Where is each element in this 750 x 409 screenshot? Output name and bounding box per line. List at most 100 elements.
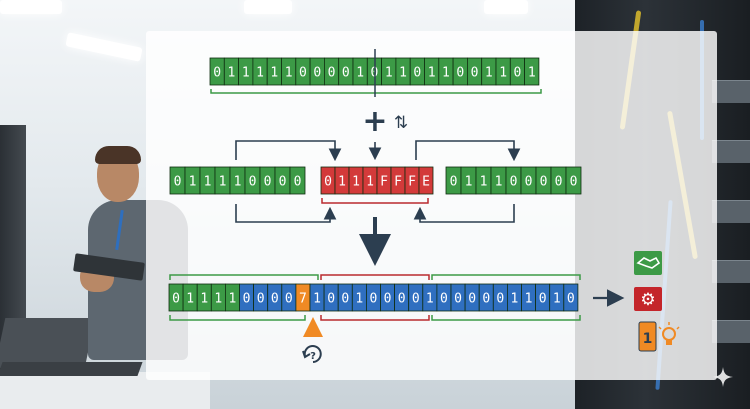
rack-unit [712, 140, 750, 163]
bottom-register-cell: 0 [563, 283, 579, 312]
middle-right-register-cell: 0 [565, 166, 582, 195]
rack-unit [712, 200, 750, 223]
top-register: 01111100001011011001101 [209, 49, 542, 97]
top-register-bit: 0 [313, 66, 321, 81]
bottom-register-cell: 0 [450, 283, 466, 312]
middle-left-register-bit: 1 [219, 175, 227, 190]
middle-center-register-bit: F [394, 175, 402, 190]
bottom-register-bit: 0 [468, 292, 476, 307]
bottom-register-bit: 0 [398, 292, 406, 307]
middle-left-register-bit: 0 [294, 175, 302, 190]
top-register-cell: 1 [238, 57, 254, 86]
top-register-cell: 1 [266, 57, 282, 86]
middle-left-register-cell: 0 [274, 166, 291, 195]
middle-right-register-cell: 0 [535, 166, 552, 195]
top-register-cell: 1 [352, 57, 368, 86]
top-register-cell: 0 [466, 57, 483, 86]
top-register-cell: 1 [281, 57, 297, 86]
middle-center-register-bit: 0 [324, 175, 332, 190]
bottom-register-cell: 0 [267, 283, 283, 312]
svg-text:?: ? [310, 351, 316, 362]
bottom-register-cell: 1 [309, 283, 325, 312]
middle-right-register-cell: 0 [445, 166, 462, 195]
middle-left-register-cell: 0 [169, 166, 186, 195]
bottom-register-cell: 0 [365, 283, 381, 312]
bottom-register-cell: 1 [506, 283, 522, 312]
bottom-register-cell: 1 [182, 283, 198, 312]
bottom-register-bit: 0 [567, 292, 575, 307]
middle-right-register-cell: 1 [475, 166, 492, 195]
top-register-bit: 1 [428, 66, 436, 81]
ceiling-light [244, 0, 292, 14]
bottom-register-bit: 1 [186, 292, 194, 307]
bottom-register-bit: 0 [440, 292, 448, 307]
bottom-register-bit: 0 [496, 292, 504, 307]
top-register-bit: 1 [399, 66, 407, 81]
top-register-bit: 0 [342, 66, 350, 81]
bottom-register-bit: 0 [327, 292, 335, 307]
top-register-bit: 1 [442, 66, 450, 81]
bottom-register-cell: 1 [549, 283, 565, 312]
top-register-cell: 1 [381, 57, 397, 86]
bottom-register-bit: 1 [553, 292, 561, 307]
lightbulb-icon [658, 322, 680, 345]
middle-right-register-bit: 0 [555, 175, 563, 190]
svg-text:1: 1 [643, 331, 653, 347]
bottom-register-bit: 0 [482, 292, 490, 307]
bottom-register-bit: 1 [426, 292, 434, 307]
rack-unit [712, 260, 750, 283]
bottom-register-cell: 1 [224, 283, 240, 312]
middle-right-register-bit: 0 [450, 175, 458, 190]
person-hair [95, 146, 141, 164]
bottom-register-cell: 0 [478, 283, 494, 312]
top-register-cell: 0 [452, 57, 468, 86]
bottom-register-bit: 0 [370, 292, 378, 307]
bottom-register-bit: 1 [511, 292, 519, 307]
top-register-bit: 1 [228, 66, 236, 81]
bottom-register-cell: 0 [436, 283, 452, 312]
middle-right-register-bit: 1 [495, 175, 503, 190]
bottom-register-bit: 1 [214, 292, 222, 307]
top-register-bit: 1 [256, 66, 264, 81]
bottom-register-cell: 0 [380, 283, 396, 312]
top-register-bit: 0 [213, 66, 221, 81]
middle-left-register-bit: 1 [234, 175, 242, 190]
top-register-cell: 0 [309, 57, 325, 86]
middle-left-register-bit: 1 [189, 175, 197, 190]
middle-center-register-cell: F [376, 166, 392, 195]
middle-left-register-cell: 1 [229, 166, 246, 195]
middle-center-register-cell: E [418, 166, 434, 195]
bottom-register-cell: 1 [351, 283, 367, 312]
middle-center-register-cell: 0 [320, 166, 336, 195]
bottom-register-cell: 0 [408, 283, 424, 312]
bottom-register-bit: 0 [257, 292, 265, 307]
bottom-register-cell: 0 [535, 283, 551, 312]
bottom-register-cell: 0 [337, 283, 353, 312]
middle-center-register-cell: 1 [348, 166, 364, 195]
bottom-register-cell: 1 [422, 283, 438, 312]
top-register-cell: 1 [495, 57, 511, 86]
handshake-icon [634, 251, 662, 275]
middle-left-register-bit: 0 [279, 175, 287, 190]
middle-right-register-cell: 1 [460, 166, 477, 195]
top-register-bit: 1 [485, 66, 493, 81]
bottom-register-cell: 0 [253, 283, 269, 312]
bottom-register-cell: 1 [196, 283, 212, 312]
middle-center-register-bit: F [408, 175, 416, 190]
middle-left-register-bit: 0 [249, 175, 257, 190]
rack-unit [712, 80, 750, 103]
middle-right-register-cell: 0 [520, 166, 537, 195]
middle-left-register-bit: 0 [264, 175, 272, 190]
top-register-cell: 0 [338, 57, 354, 86]
top-register-bit: 1 [385, 66, 393, 81]
bottom-register-cell: 7 [295, 283, 311, 312]
middle-right-register-bit: 1 [480, 175, 488, 190]
top-register-cell: 1 [424, 57, 440, 86]
bottom-register-bit: 0 [243, 292, 251, 307]
top-register-cell: 1 [524, 57, 540, 86]
